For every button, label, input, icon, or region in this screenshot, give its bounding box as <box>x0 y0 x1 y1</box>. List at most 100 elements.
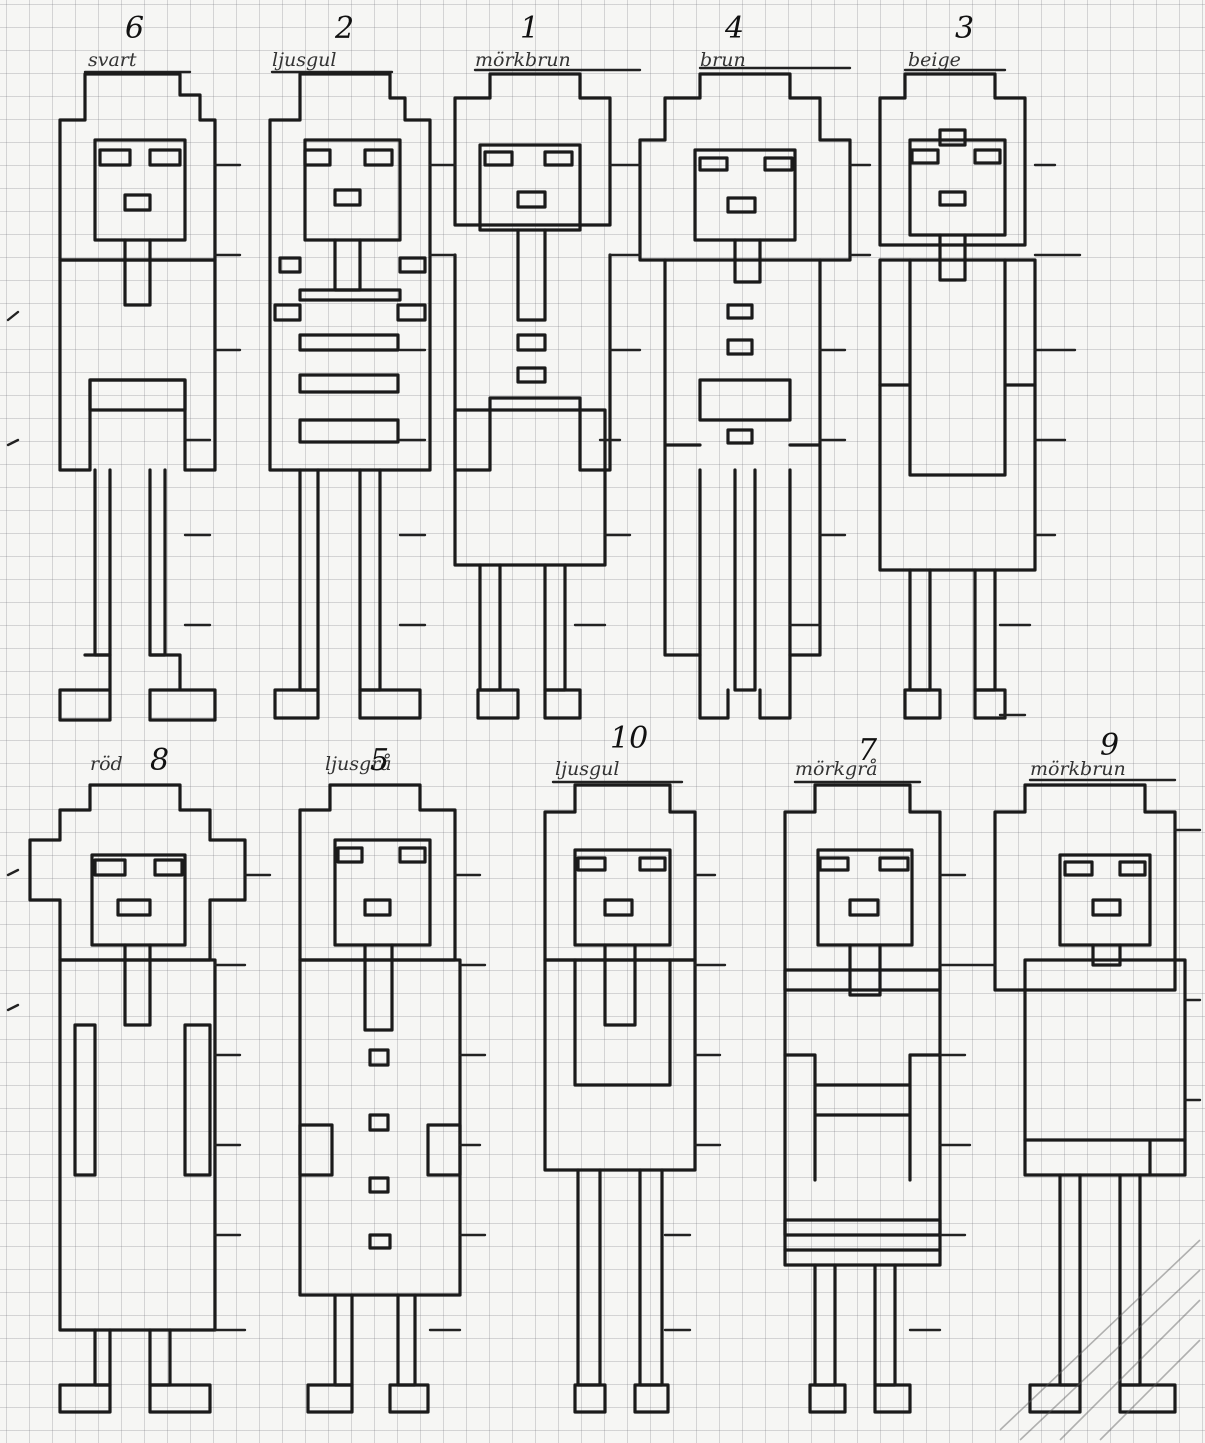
legs <box>333 1293 417 1387</box>
face <box>478 143 582 232</box>
figure-7: mörkgrå 7 <box>783 733 942 1414</box>
buttons <box>516 333 547 384</box>
coat <box>1023 958 1187 1177</box>
eyes <box>303 148 394 167</box>
sleeves <box>73 1023 212 1177</box>
boots <box>903 688 1007 720</box>
boots <box>306 1383 430 1414</box>
neck <box>516 228 547 322</box>
eyes <box>93 858 184 877</box>
neck <box>1091 943 1122 967</box>
figure-label: ljusgul <box>272 49 336 71</box>
figure-number: 5 <box>370 743 389 778</box>
figure-number: 1 <box>520 11 539 46</box>
figure-9: 9 mörkbrun <box>993 728 1201 1441</box>
neck <box>123 238 152 307</box>
mouth <box>848 898 880 917</box>
legs <box>733 468 757 692</box>
figure-number: 3 <box>955 11 974 46</box>
mouth <box>726 196 757 214</box>
hair <box>268 72 432 472</box>
figure-number: 7 <box>858 733 878 768</box>
eyes <box>483 150 574 167</box>
legs <box>908 568 997 692</box>
neck <box>603 943 637 1027</box>
figure-8: röd 8 <box>28 743 247 1414</box>
figure-label: mörkbrun <box>475 49 571 71</box>
hair <box>878 72 1027 247</box>
figure-10: 10 ljusgul <box>543 721 697 1414</box>
figure-number: 2 <box>334 11 354 46</box>
mouth <box>1091 898 1122 917</box>
figure-4: 4 brun <box>638 11 852 720</box>
eyes <box>336 846 427 864</box>
figure-2: 2 ljusgul <box>268 11 432 720</box>
neck <box>123 943 152 1027</box>
legs <box>298 468 382 692</box>
arms <box>878 258 1037 477</box>
figure-number: 9 <box>1100 728 1119 763</box>
face <box>93 138 187 242</box>
belt <box>88 378 187 412</box>
figure-label: ljusgul <box>555 758 619 780</box>
buttons <box>726 303 754 445</box>
figure-number: 8 <box>150 743 169 778</box>
figure-number: 6 <box>125 11 144 46</box>
hair <box>638 72 852 262</box>
legs <box>576 1168 664 1387</box>
hair <box>783 783 942 992</box>
mouth <box>123 193 152 212</box>
tunic-panel <box>573 958 672 1087</box>
legs <box>93 1328 172 1387</box>
mouth <box>603 898 634 917</box>
shoulder-blocks <box>273 256 427 322</box>
legs <box>478 563 567 692</box>
figure-label: beige <box>908 49 961 71</box>
boots <box>698 653 792 720</box>
boots <box>58 653 217 722</box>
stripes <box>298 288 402 444</box>
boots <box>273 688 422 720</box>
face <box>908 138 1007 237</box>
hair <box>28 783 247 962</box>
boots <box>1028 1383 1177 1414</box>
boots <box>476 688 582 720</box>
body-outline <box>453 253 612 472</box>
tunic <box>543 958 697 1172</box>
coat <box>298 958 462 1297</box>
pockets <box>298 1123 462 1177</box>
eyes <box>98 148 182 167</box>
figure-5: ljusgrå 5 <box>298 743 462 1414</box>
face <box>90 853 187 947</box>
eyes <box>1063 860 1147 877</box>
legs <box>1058 1173 1142 1387</box>
hair <box>58 72 217 262</box>
face <box>333 838 432 947</box>
mouth <box>938 190 967 207</box>
coat-hem <box>1023 1138 1187 1177</box>
mouth <box>516 190 547 209</box>
figure-3: 3 beige <box>878 11 1037 720</box>
figure-label: mörkgrå <box>795 758 878 780</box>
legs <box>93 468 167 657</box>
eyes <box>576 856 667 872</box>
boots <box>808 1383 912 1414</box>
figure-label: brun <box>700 49 746 71</box>
boots <box>58 1383 212 1414</box>
hair <box>453 72 612 227</box>
hair <box>543 783 697 962</box>
face <box>1058 853 1152 947</box>
face <box>816 848 914 947</box>
face <box>573 848 672 947</box>
eyes <box>698 156 794 172</box>
dress <box>783 968 942 1267</box>
face <box>303 138 402 242</box>
pencil-hatching <box>999 1239 1201 1441</box>
body <box>58 958 217 1332</box>
buttons <box>368 1048 392 1250</box>
boots <box>573 1383 670 1414</box>
figure-label: röd <box>90 753 123 775</box>
dress <box>878 258 1037 572</box>
hand-ticks <box>6 163 1202 1332</box>
figure-number: 4 <box>724 11 744 46</box>
